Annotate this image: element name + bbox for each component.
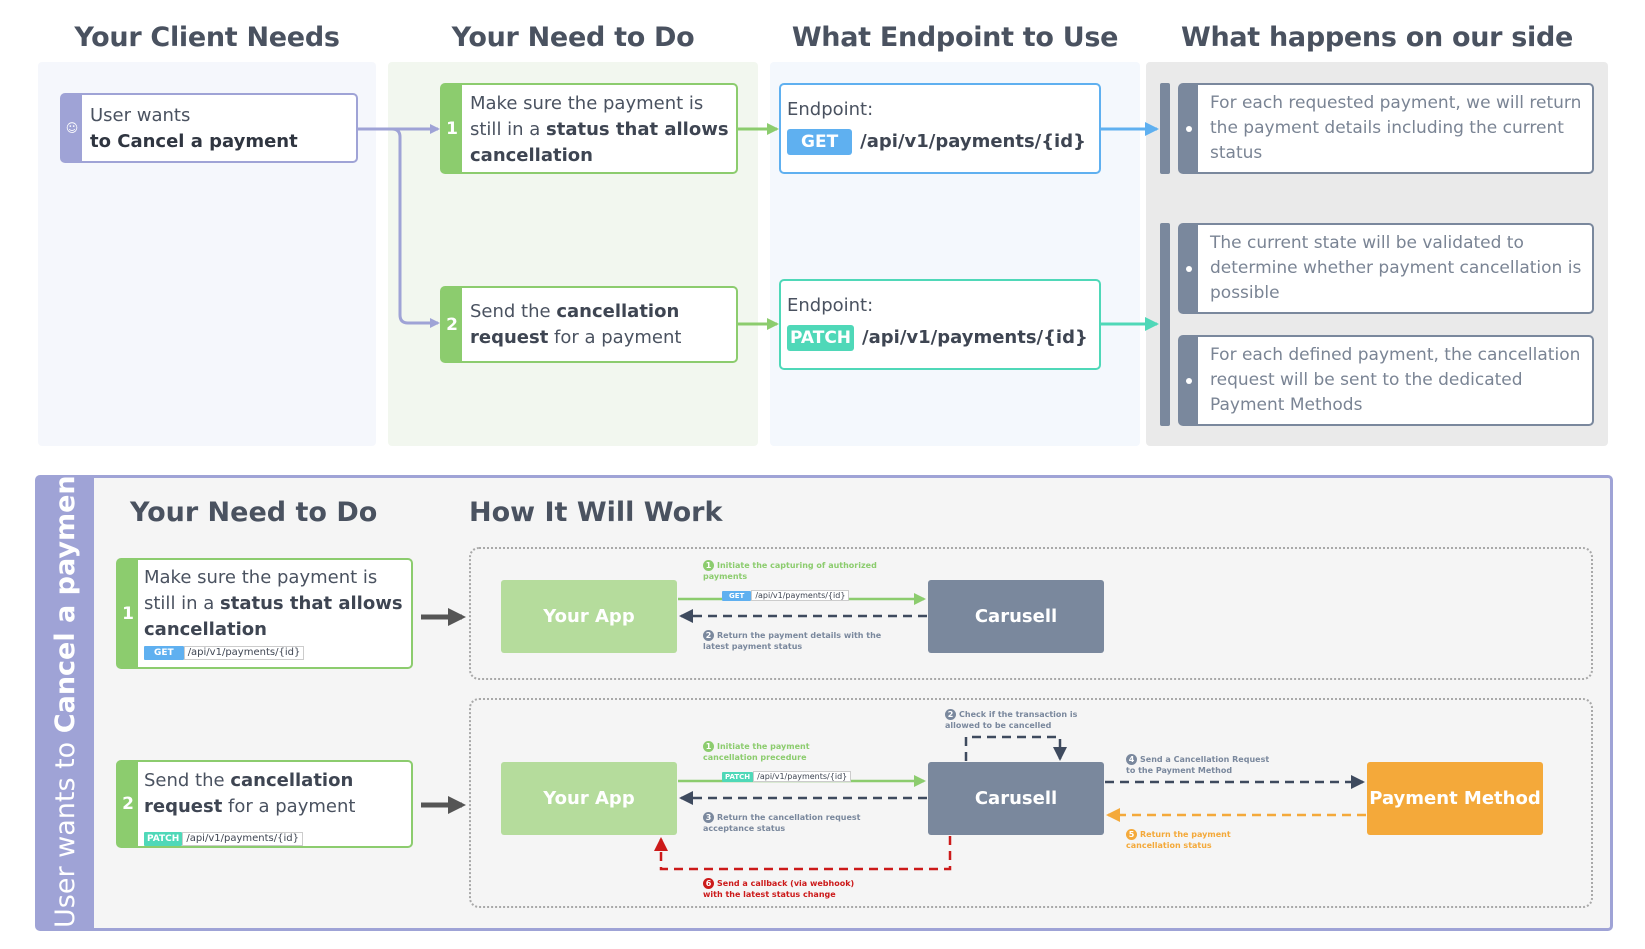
client-need-line2: to Cancel a payment: [90, 131, 298, 152]
endpoint-get-label: Endpoint:: [787, 99, 874, 120]
bottom-step-2-text-bold: cancellation request: [144, 770, 354, 817]
bottom-step-1-text-bold: status that allows cancellation: [144, 593, 403, 640]
flow-2-your-app: Your App: [501, 762, 677, 835]
bottom-step-2-path: /api/v1/payments/{id}: [182, 832, 303, 846]
bottom-step-1-box: 1 Make sure the payment is still in a st…: [116, 558, 413, 669]
flow-2-carusell: Carusell: [928, 762, 1104, 835]
flow-1-your-app: Your App: [501, 580, 677, 653]
flow-1-container: [469, 547, 1593, 680]
flow-1-step-1-text: Initiate the capturing of authorized pay…: [703, 561, 877, 581]
flow-2-step-6-num: 6: [703, 878, 714, 889]
step-1-text-bold: status that allows cancellation: [470, 119, 729, 166]
client-need-box: ☺ User wants to Cancel a payment: [60, 93, 358, 163]
step-2-text-post: for a payment: [548, 327, 682, 348]
column-title-need-to-do: Your Need to Do: [451, 22, 695, 53]
bottom-step-2-box: 2 Send the cancellation request for a pa…: [116, 760, 413, 848]
endpoint-get-method: GET: [787, 129, 853, 155]
flow-1-path: /api/v1/payments/{id}: [751, 590, 850, 601]
bottom-step-1-text-pre: Make sure the payment is still in a: [144, 567, 378, 614]
step-1-box: 1 Make sure the payment is still in a st…: [440, 83, 738, 174]
flow-2-method: PATCH: [722, 772, 754, 782]
flow-1-carusell: Carusell: [928, 580, 1104, 653]
bottom-step-1-number: 1: [118, 560, 138, 667]
bottom-step-2-text-post: for a payment: [222, 796, 356, 817]
flow-2-step-6-text: Send a callback (via webhook) with the l…: [703, 879, 855, 899]
endpoint-patch-box: Endpoint: PATCH/api/v1/payments/{id}: [779, 279, 1101, 370]
flow-2-container: [469, 698, 1593, 908]
bottom-step-1-path: /api/v1/payments/{id}: [183, 646, 305, 660]
our-side-item-3: For each defined payment, the cancellati…: [1178, 335, 1594, 426]
flow-2-step-2-text: Check if the transaction is allowed to b…: [945, 710, 1078, 730]
endpoint-get-box: Endpoint: GET/api/v1/payments/{id}: [779, 83, 1101, 174]
flow-2-payment-method: Payment Method: [1367, 762, 1543, 835]
bottom-need-title: Your Need to Do: [130, 497, 378, 528]
bottom-step-2-number: 2: [118, 762, 138, 846]
endpoint-get-path: /api/v1/payments/{id}: [860, 131, 1086, 152]
bottom-panel: [35, 475, 1613, 931]
flow-1-step-2-text: Return the payment details with the late…: [703, 631, 882, 651]
flow-2-step-5-text: Return the payment cancellation status: [1126, 830, 1231, 850]
client-need-line1: User wants: [90, 105, 191, 126]
flow-2-step-3-num: 3: [703, 812, 714, 823]
flow-2-step-2-num: 2: [945, 709, 956, 720]
our-side-item-3-text: For each defined payment, the cancellati…: [1210, 345, 1581, 415]
flow-1-step-1-num: 1: [703, 560, 714, 571]
column-title-our-side: What happens on our side: [1180, 22, 1574, 53]
step-2-text-bold: cancellation request: [470, 301, 680, 348]
step-2-box: 2 Send the cancellation request for a pa…: [440, 286, 738, 363]
column-title-client-needs: Your Client Needs: [74, 22, 340, 53]
flow-1-method: GET: [722, 591, 752, 601]
flow-2-step-1-num: 1: [703, 741, 714, 752]
user-icon: ☺: [62, 95, 82, 161]
bottom-how-title: How It Will Work: [469, 497, 723, 528]
our-side-bar-1: [1160, 83, 1170, 174]
flow-1-step-2-num: 2: [703, 630, 714, 641]
column-title-endpoint: What Endpoint to Use: [791, 22, 1119, 53]
step-2-text-pre: Send the: [470, 301, 557, 322]
our-side-item-2: The current state will be validated to d…: [1178, 223, 1594, 314]
flow-2-path: /api/v1/payments/{id}: [753, 771, 852, 782]
flow-2-step-1-endpoint: PATCH/api/v1/payments/{id}: [722, 764, 852, 783]
our-side-item-1-text: For each requested payment, we will retu…: [1210, 93, 1582, 163]
endpoint-patch-label: Endpoint:: [787, 295, 874, 316]
endpoint-patch-path: /api/v1/payments/{id}: [862, 327, 1088, 348]
our-side-bar-2: [1160, 223, 1170, 426]
flow-2-step-1-text: Initiate the payment cancellation preced…: [703, 742, 810, 762]
flow-1-step-1-endpoint: GET/api/v1/payments/{id}: [722, 583, 850, 602]
endpoint-patch-method: PATCH: [787, 325, 855, 351]
bottom-step-2-text-pre: Send the: [144, 770, 231, 791]
bottom-step-2-method: PATCH: [144, 832, 183, 846]
flow-2-step-3-text: Return the cancellation request acceptan…: [703, 813, 861, 833]
bottom-side-label: User wants to Cancel a payment: [38, 462, 94, 928]
our-side-item-2-text: The current state will be validated to d…: [1210, 233, 1582, 303]
step-1-number: 1: [442, 85, 462, 172]
flow-2-step-4-num: 4: [1126, 754, 1137, 765]
step-1-text-pre: Make sure the payment is still in a: [470, 93, 704, 140]
our-side-item-1: For each requested payment, we will retu…: [1178, 83, 1594, 174]
flow-2-step-4-text: Send a Cancellation Request to the Payme…: [1126, 755, 1270, 775]
bottom-step-1-method: GET: [144, 646, 184, 660]
step-2-number: 2: [442, 288, 462, 361]
flow-2-step-5-num: 5: [1126, 829, 1137, 840]
